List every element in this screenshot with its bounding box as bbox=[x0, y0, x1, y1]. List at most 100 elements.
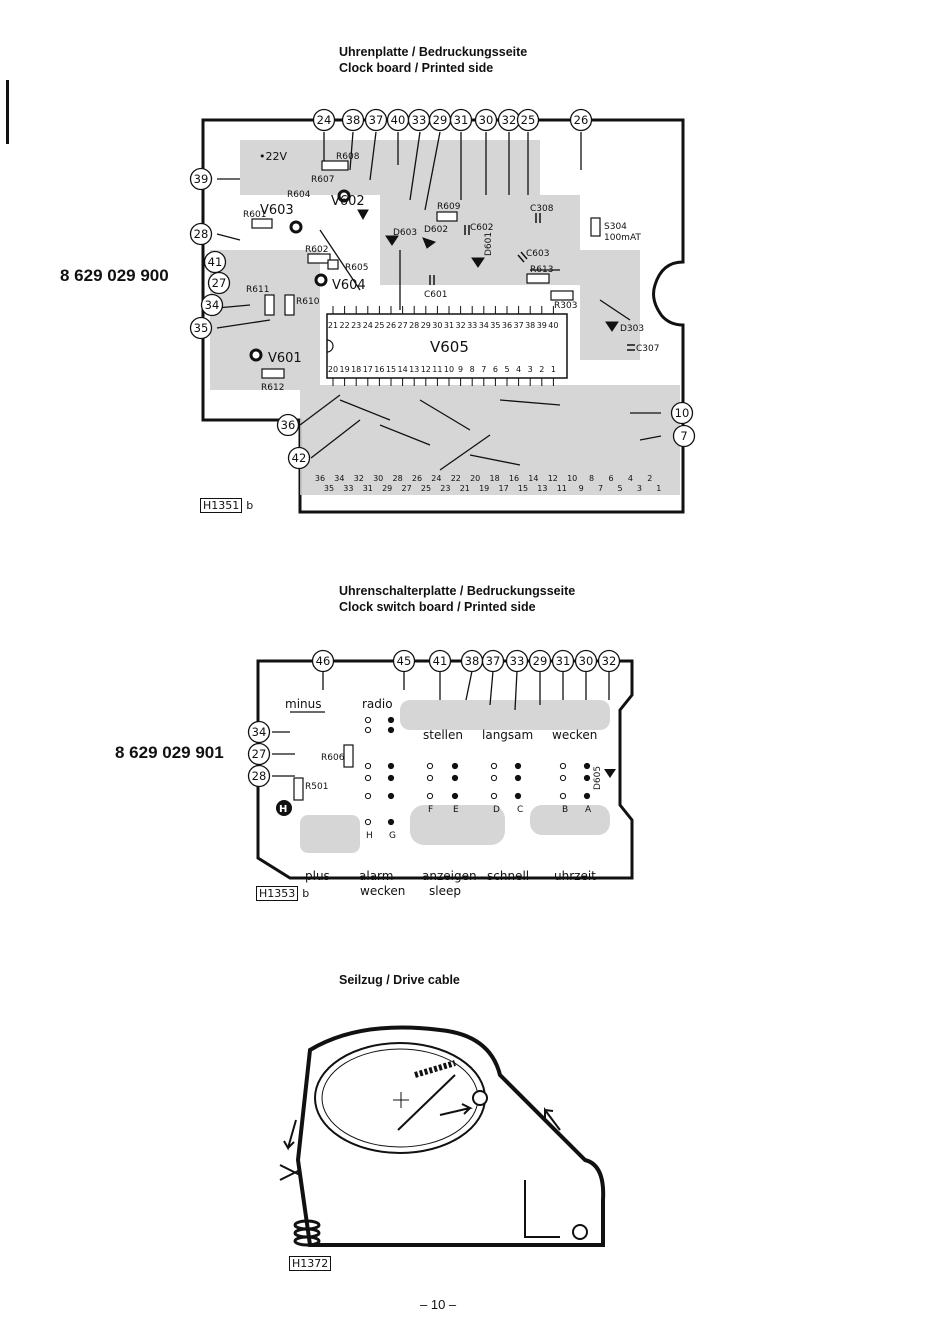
edge-pin-2: 2 bbox=[647, 474, 652, 483]
label-minus: minus bbox=[285, 697, 322, 711]
edge-pin-27: 27 bbox=[402, 484, 412, 493]
label-d603: D603 bbox=[393, 228, 417, 238]
label-v603: V603 bbox=[260, 203, 294, 218]
clock-board-ic-body bbox=[326, 313, 568, 379]
label-c308: C308 bbox=[530, 204, 554, 214]
switch-terminal-38: 38 bbox=[460, 649, 484, 673]
drive-cable-outer-loop bbox=[295, 1025, 606, 1247]
edge-pin-28: 28 bbox=[393, 474, 403, 483]
label-r610: R610 bbox=[296, 297, 320, 307]
svg-text:41: 41 bbox=[208, 255, 223, 269]
edge-pin-15: 15 bbox=[518, 484, 528, 493]
ic-pin-17: 17 bbox=[363, 365, 373, 374]
clock-board-caption-de: Uhrenplatte / Bedruckungsseite bbox=[339, 45, 528, 59]
drive-cable-diagram bbox=[279, 1025, 606, 1247]
ic-pin-14: 14 bbox=[398, 365, 408, 374]
svg-text:34: 34 bbox=[205, 298, 220, 312]
clock-board-ic-label: V605 bbox=[430, 338, 469, 356]
label-anzeigen: anzeigen bbox=[422, 869, 477, 883]
ic-pin-18: 18 bbox=[351, 365, 361, 374]
label-plus: plus bbox=[305, 869, 330, 883]
svg-text:26: 26 bbox=[574, 113, 589, 127]
label-d601: D601 bbox=[484, 232, 494, 256]
label-r606: R606 bbox=[321, 753, 345, 763]
ic-pin-38: 38 bbox=[525, 321, 535, 330]
switch-letter-b: B bbox=[562, 805, 568, 815]
terminal-41: 41 bbox=[203, 250, 227, 274]
terminal-37: 37 bbox=[364, 108, 388, 132]
label-r303: R303 bbox=[554, 301, 577, 311]
edge-pin-10: 10 bbox=[567, 474, 577, 483]
ic-pin-39: 39 bbox=[537, 321, 547, 330]
ic-pin-31: 31 bbox=[444, 321, 454, 330]
clock-board-caption-en: Clock board / Printed side bbox=[339, 61, 494, 75]
switch-board-copper bbox=[300, 700, 610, 853]
label-schnell: schnell bbox=[487, 869, 529, 883]
label-v602: V602 bbox=[331, 194, 365, 209]
terminal-26: 26 bbox=[569, 108, 593, 132]
label-100mat: 100mAT bbox=[604, 233, 641, 243]
ic-pin-19: 19 bbox=[340, 365, 350, 374]
h-marker-label: H bbox=[279, 804, 287, 815]
edge-pin-20: 20 bbox=[470, 474, 480, 483]
switch-terminal-34: 34 bbox=[247, 720, 271, 744]
svg-text:31: 31 bbox=[454, 113, 469, 127]
svg-text:33: 33 bbox=[412, 113, 427, 127]
edge-pin-35: 35 bbox=[324, 484, 334, 493]
switch-terminal-32: 32 bbox=[597, 649, 621, 673]
ic-pin-5: 5 bbox=[504, 365, 509, 374]
clock-board-part-number: 8 629 029 900 bbox=[60, 266, 169, 285]
ic-pin-29: 29 bbox=[421, 321, 431, 330]
edge-pin-8: 8 bbox=[589, 474, 594, 483]
drive-cable-caption: Seilzug / Drive cable bbox=[339, 973, 460, 987]
edge-pin-14: 14 bbox=[528, 474, 538, 483]
clock-board-caption: Uhrenplatte / Bedruckungsseite Clock boa… bbox=[339, 44, 527, 76]
label-r611: R611 bbox=[246, 285, 269, 295]
label-wecken-bottom: wecken bbox=[360, 884, 405, 898]
clock-board-copper bbox=[210, 140, 680, 495]
edge-pin-11: 11 bbox=[557, 484, 567, 493]
svg-text:30: 30 bbox=[479, 113, 494, 127]
h-marker-icon bbox=[276, 800, 292, 816]
svg-text:33: 33 bbox=[510, 654, 525, 668]
ic-pin-21: 21 bbox=[328, 321, 338, 330]
edge-pin-30: 30 bbox=[373, 474, 383, 483]
switch-board-caption-en: Clock switch board / Printed side bbox=[339, 600, 536, 614]
margin-bar bbox=[6, 80, 9, 144]
svg-text:30: 30 bbox=[579, 654, 594, 668]
switch-terminal-27: 27 bbox=[247, 742, 271, 766]
arrow-icon bbox=[439, 1103, 473, 1116]
drive-cable-figure-ref: H1372 bbox=[289, 1256, 335, 1271]
clock-board-transistors bbox=[249, 189, 351, 362]
ic-pin-3: 3 bbox=[528, 365, 533, 374]
switch-board-outline bbox=[256, 659, 634, 880]
svg-text:36: 36 bbox=[281, 418, 296, 432]
arrow-down-icon bbox=[283, 1119, 297, 1151]
label-r612: R612 bbox=[261, 383, 284, 393]
label-r501: R501 bbox=[305, 782, 328, 792]
terminal-7: 7 bbox=[672, 424, 696, 448]
terminal-31: 31 bbox=[449, 108, 473, 132]
terminal-25: 25 bbox=[516, 108, 540, 132]
tension-spring bbox=[293, 1219, 321, 1247]
svg-text:38: 38 bbox=[346, 113, 361, 127]
terminal-33: 33 bbox=[407, 108, 431, 132]
svg-text:42: 42 bbox=[292, 451, 307, 465]
ic-pin-36: 36 bbox=[502, 321, 512, 330]
ic-pin-32: 32 bbox=[456, 321, 466, 330]
switch-board-caption: Uhrenschalterplatte / Bedruckungsseite C… bbox=[339, 583, 575, 615]
label-r601: R601 bbox=[243, 210, 266, 220]
edge-pin-12: 12 bbox=[548, 474, 558, 483]
edge-pin-5: 5 bbox=[617, 484, 622, 493]
svg-text:24: 24 bbox=[317, 113, 332, 127]
ic-pin-33: 33 bbox=[467, 321, 477, 330]
terminal-30: 30 bbox=[474, 108, 498, 132]
svg-text:46: 46 bbox=[316, 654, 331, 668]
edge-pin-23: 23 bbox=[440, 484, 450, 493]
label-r602: R602 bbox=[305, 245, 328, 255]
svg-text:31: 31 bbox=[556, 654, 571, 668]
